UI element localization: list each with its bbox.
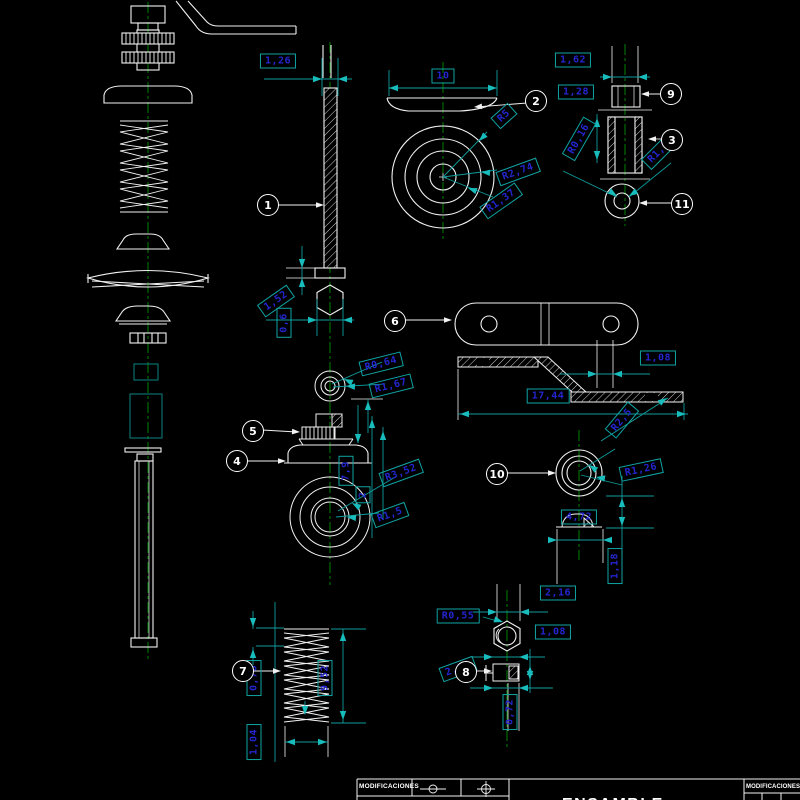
balloon-9: 9 [660,83,682,105]
dim-label: 1,08 [639,350,677,366]
exploded-assembly-view [85,0,297,648]
balloon-5: 5 [242,420,264,442]
title-block [356,778,800,800]
drawing-title: ENSAMBLE [562,796,664,800]
part1-bolt-view [286,45,346,316]
part2-disc-view [386,97,498,229]
balloon-10: 10 [486,463,508,485]
titleblock-left-label: MODIFICACIONES [359,783,419,790]
dim-label: 2,16 [539,585,577,601]
dim-label: 9,52 [317,659,333,697]
dim-label: 10 [431,68,455,84]
dim-label: 1,08 [534,624,572,640]
part5-knurled-stud [298,413,354,446]
part7-spring-view [283,628,330,757]
balloon-1: 1 [257,194,279,216]
part8-nut-top-view [493,584,521,652]
dim-label: 1,26 [259,53,297,69]
dim-label: 1,04 [246,723,262,761]
dim-label: 17,44 [526,388,570,404]
dome-cap [103,85,193,104]
datum-target-icon [477,781,495,797]
thin-washer [124,447,162,453]
dim-label: 7,9 [338,456,354,486]
dim-label: 2 [355,486,371,504]
dim-label: 0,72 [502,693,518,731]
balloon-leaders [246,93,672,672]
dim-label: 1,62 [554,52,592,68]
long-rod [130,453,158,648]
handle-bar [187,0,296,27]
dim-label: 4,72 [560,509,598,525]
balloon-2: 2 [525,90,547,112]
balloon-8: 8 [455,661,477,683]
knurled-washer [121,51,175,64]
dim-label: 0,6 [276,308,292,338]
part6-link-plate [454,302,639,346]
titleblock-right-label: MODIFICACIONES [746,784,800,790]
spring [119,120,169,213]
first-angle-projection-icon [420,784,446,794]
balloon-7: 7 [232,660,254,682]
knurled-washer [121,32,175,45]
washer-dome-section [556,513,604,584]
part4-cap-view [284,444,372,464]
dim-label: R0,55 [436,608,480,624]
part11-ring-view [604,183,640,219]
balloon-4: 4 [226,450,248,472]
washer-dome [114,305,172,322]
balloon-11: 11 [671,193,693,215]
bushings [129,363,163,439]
slotted-washer [129,332,167,344]
pulley-sheave [85,269,211,288]
dim-label: 1,18 [607,547,623,585]
part10-ring-view [555,449,603,497]
balloon-3: 3 [661,129,683,151]
hex-head [316,284,344,316]
balloon-6: 6 [384,310,406,332]
small-cap [115,233,171,250]
part3-tube-section [600,116,650,180]
z-bracket-section [457,340,684,420]
dim-label: 1,28 [557,84,595,100]
